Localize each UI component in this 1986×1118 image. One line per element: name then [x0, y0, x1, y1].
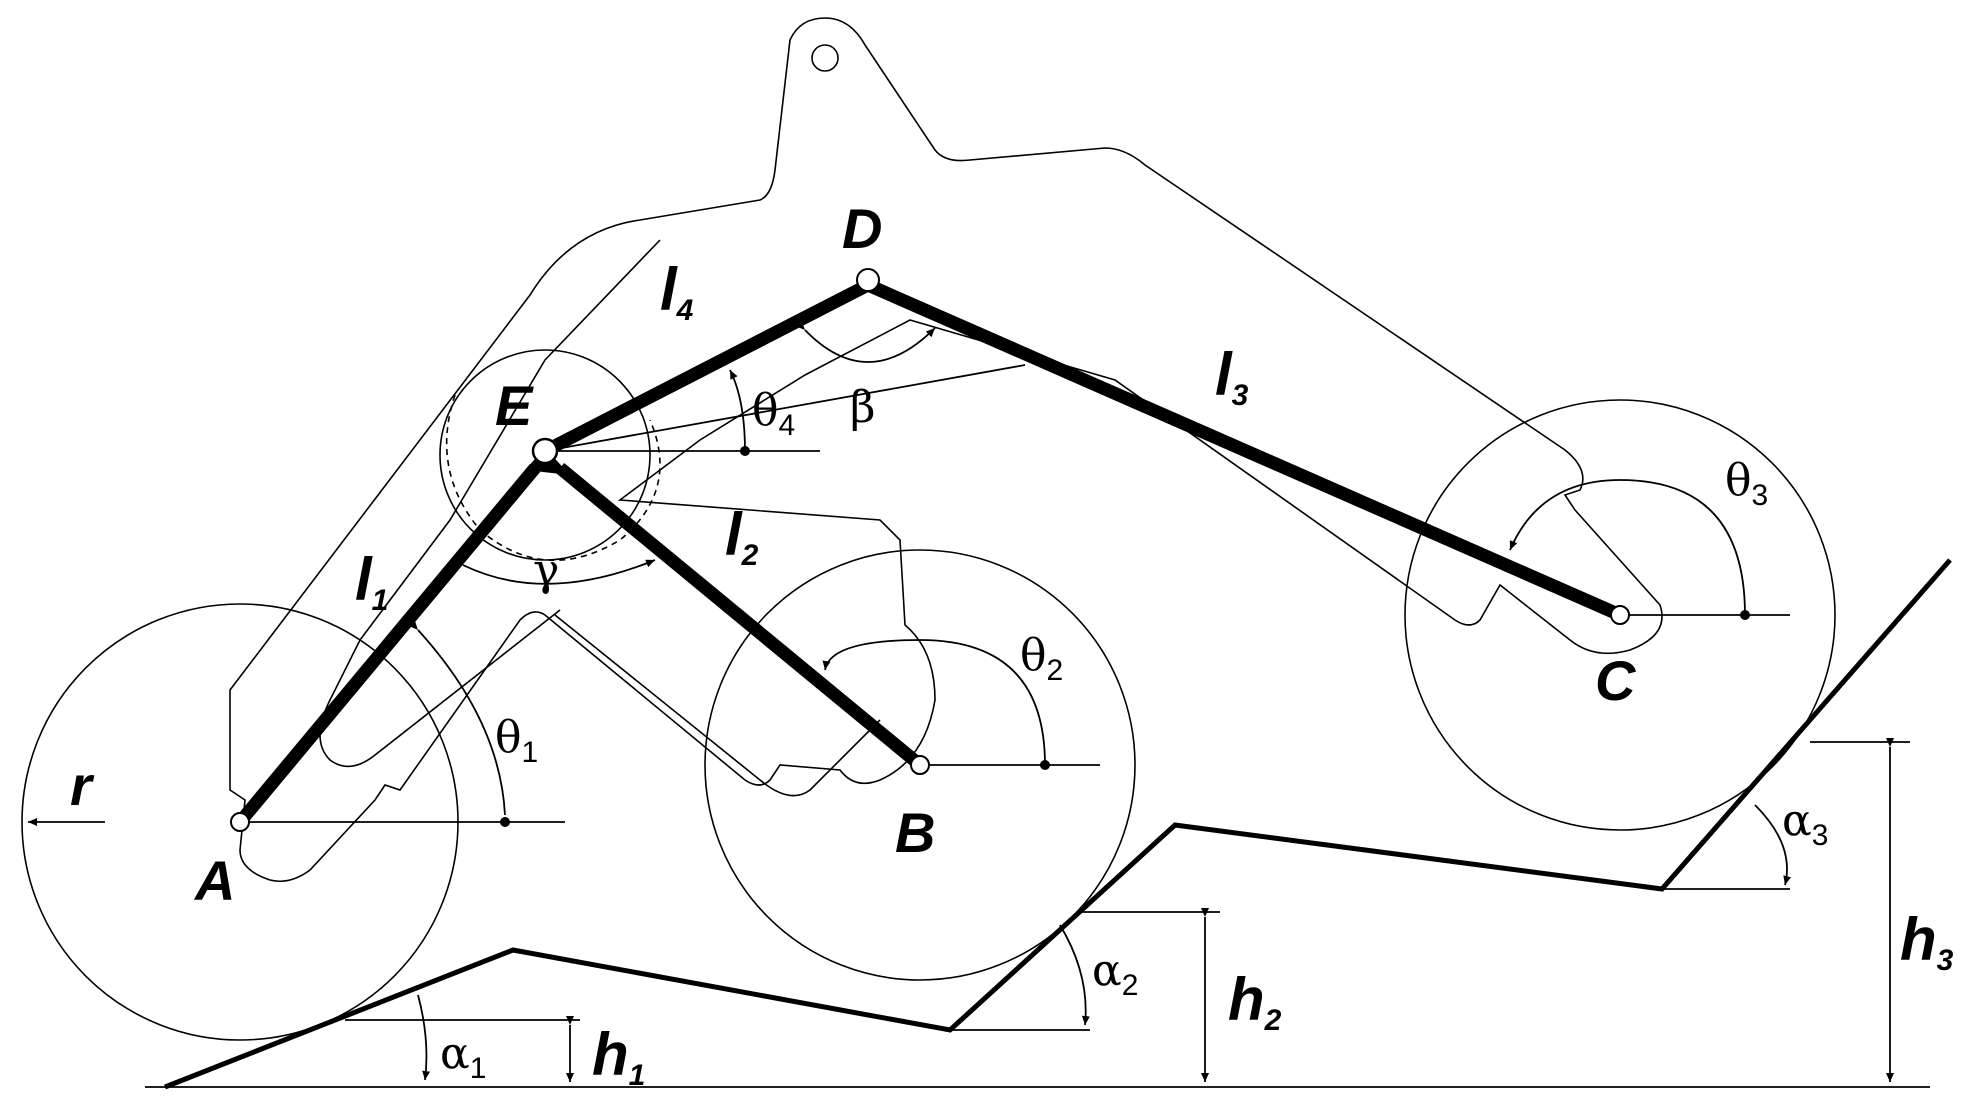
joint-a [230, 812, 250, 832]
label-radius: r [70, 754, 95, 817]
arc-theta3 [1509, 479, 1746, 616]
label-theta3: θ3 [1725, 455, 1768, 512]
wheel-e-dashed-arc [445, 394, 661, 562]
label-point-d: D [842, 197, 882, 260]
arc-alpha1 [417, 994, 431, 1081]
joint-c [1610, 605, 1630, 625]
robot-body-outline [229, 17, 1663, 883]
arc-gamma [453, 557, 656, 585]
label-alpha2: α2 [1092, 945, 1138, 1002]
joint-d [856, 268, 880, 292]
label-point-a: A [193, 849, 235, 912]
label-beta: β [850, 382, 875, 433]
label-h1: h1 [592, 1021, 645, 1092]
mounting-hole [811, 44, 839, 72]
wheel-c [1404, 399, 1836, 831]
label-h2: h2 [1228, 966, 1282, 1037]
label-theta4: θ4 [752, 385, 795, 442]
label-link-l2: l2 [725, 501, 759, 572]
link-l4 [542, 279, 871, 457]
arm-cutout-1 [319, 239, 661, 768]
label-link-l3: l3 [1215, 341, 1249, 412]
label-gamma: γ [533, 545, 559, 596]
link-l3 [865, 279, 1623, 621]
label-alpha1: α1 [440, 1028, 486, 1085]
label-alpha3: α3 [1782, 795, 1828, 852]
arc-theta4 [729, 369, 746, 452]
arm-cutout-2 [554, 614, 881, 797]
label-point-e: E [495, 374, 534, 437]
arc-theta1 [408, 620, 506, 816]
label-point-b: B [895, 801, 935, 864]
arc-alpha3 [1754, 804, 1792, 886]
label-h3: h3 [1900, 906, 1954, 977]
arc-alpha2 [1059, 924, 1090, 1026]
label-theta1: θ1 [495, 712, 538, 769]
arc-beta [795, 320, 936, 363]
joint-e [531, 437, 559, 465]
label-theta2: θ2 [1020, 630, 1063, 687]
link-l2 [555, 462, 925, 771]
ref-line-beta [544, 364, 1026, 452]
wheel-b [704, 549, 1136, 981]
link-l1 [235, 463, 540, 827]
label-link-l1: l1 [355, 546, 388, 617]
ground-profile [164, 558, 1952, 1090]
label-point-c: C [1595, 649, 1637, 712]
ref-dot-a [500, 817, 510, 827]
arc-theta2 [822, 639, 1046, 766]
joint-b [910, 755, 930, 775]
label-link-l4: l4 [660, 256, 694, 327]
